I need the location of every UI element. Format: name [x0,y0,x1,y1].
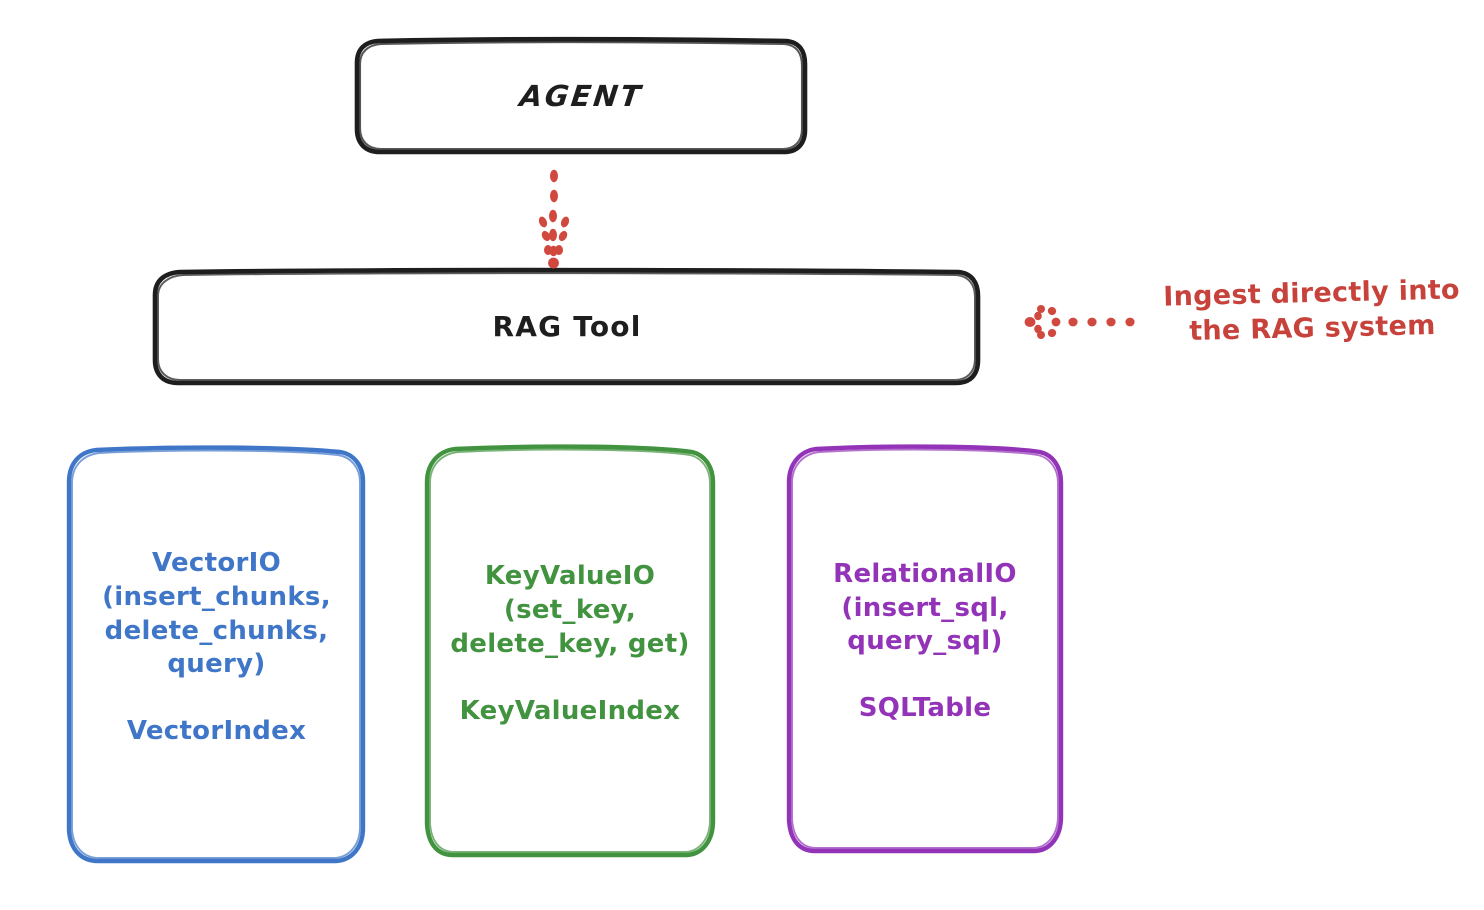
relationalio-body: RelationalIO (insert_sql, query_sql) SQL… [833,558,1017,723]
keyvalueio-node[interactable]: KeyValueIO (set_key, delete_key, get) Ke… [427,448,713,856]
keyvalueio-api-label: KeyValueIO (set_key, delete_key, get) [450,561,690,659]
agent-box-outline [354,36,808,155]
rag-tool-box-outline [152,267,981,386]
vectorio-index-label: VectorIndex [126,716,307,747]
relationalio-node[interactable]: RelationalIO (insert_sql, query_sql) SQL… [789,448,1061,851]
rag-tool-node[interactable]: RAG Tool [154,271,980,384]
ingest-to-rag-tool-arrow [1024,305,1135,339]
vectorio-api-label: VectorIO (insert_chunks, delete_chunks, … [102,547,331,680]
relationalio-api-label: RelationalIO (insert_sql, query_sql) [833,558,1017,657]
keyvalueio-box-outline [424,444,716,858]
rag-tool-label: RAG Tool [492,310,642,344]
vectorio-body: VectorIO (insert_chunks, delete_chunks, … [102,547,331,746]
agent-to-rag-tool-arrow [538,169,570,269]
vectorio-node[interactable]: VectorIO (insert_chunks, delete_chunks, … [69,448,364,863]
agent-node[interactable]: AGENT [356,39,806,154]
keyvalueio-body: KeyValueIO (set_key, delete_key, get) Ke… [450,560,689,725]
ingest-annotation-text: Ingest directly into the RAG system [1162,274,1461,348]
agent-label: AGENT [517,79,645,114]
relationalio-box-outline [786,444,1064,854]
vectorio-box-outline [66,445,366,864]
relationalio-index-label: SQLTable [858,693,992,724]
keyvalueio-index-label: KeyValueIndex [459,695,681,726]
